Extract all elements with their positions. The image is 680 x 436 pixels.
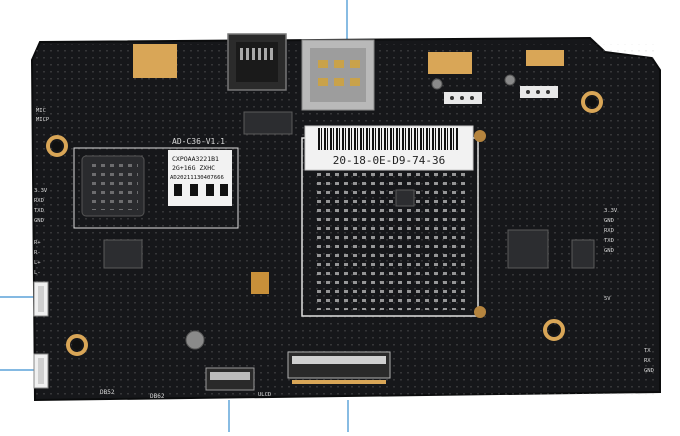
- wifi-code-3: AD20211130407666: [170, 175, 224, 181]
- silk-code: DB52: [100, 389, 115, 396]
- wifi-code-1: CXPOAA3221B1: [172, 155, 219, 163]
- pin-label: RX: [644, 358, 651, 364]
- soc-bga-area: [315, 170, 470, 310]
- pin-label: TXD: [34, 208, 44, 214]
- left-connector-top: [33, 281, 49, 317]
- pin-label: RXD: [604, 228, 614, 234]
- pin-label: GND: [644, 368, 654, 374]
- pin-label: GND: [34, 218, 44, 224]
- left-connector-bottom: [33, 353, 49, 389]
- model-label: AD-C36-V1.1: [172, 137, 225, 146]
- pin-label: R-: [34, 250, 41, 256]
- pin-label: L+: [34, 260, 41, 266]
- mac-sticker: 20-18-0E-D9-74-36: [304, 125, 474, 171]
- pin-label: 5V: [604, 296, 611, 302]
- sim-card-slot: [301, 39, 375, 111]
- pin-label: GND: [604, 218, 614, 224]
- wifi-module: AD-C36-V1.1 CXPOAA3221B1 2G+16G ZXHC AD2…: [73, 137, 239, 229]
- mac-address-label: 20-18-0E-D9-74-36: [333, 154, 446, 167]
- sd-card-slot: [227, 33, 287, 91]
- lcd-fpc-connector: [287, 351, 391, 384]
- pin-label: MIC: [36, 108, 46, 114]
- gold-pad: [251, 272, 269, 294]
- gold-pad: [428, 52, 472, 74]
- wifi-code-2: 2G+16G ZXHC: [172, 164, 215, 172]
- fpc-connector-small: [205, 367, 255, 391]
- pin-label: 3.3V: [604, 208, 618, 214]
- mounting-hole: [46, 91, 603, 356]
- pin-label: MICP: [36, 117, 50, 123]
- pin-label: 3.3V: [34, 188, 48, 194]
- capacitor: [185, 74, 516, 350]
- pin-label: R+: [34, 240, 41, 246]
- pin-label: L-: [34, 270, 41, 276]
- smd-chips: [103, 111, 595, 269]
- pin-label: TXD: [604, 238, 614, 244]
- silk-code: DB62: [150, 393, 165, 400]
- gold-pad: [133, 44, 177, 78]
- pin-label: TX: [644, 348, 651, 354]
- pin-label: GND: [604, 248, 614, 254]
- gold-pad: [526, 50, 564, 66]
- pin-label: ULCD: [258, 392, 271, 398]
- pin-label: RXD: [34, 198, 44, 204]
